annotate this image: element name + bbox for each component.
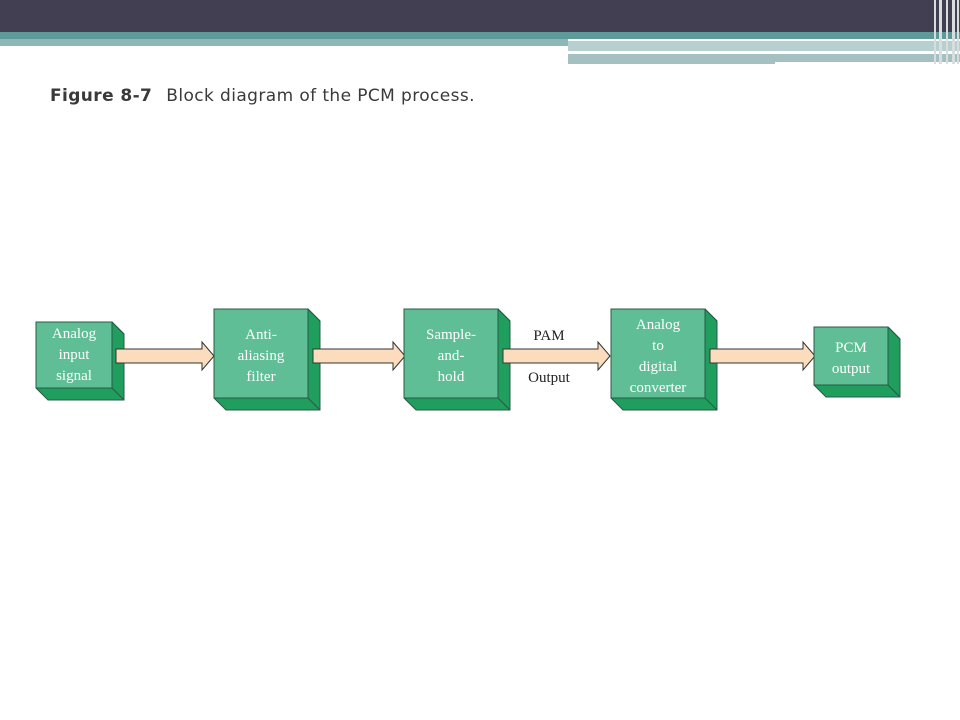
block-label-line: and- bbox=[438, 348, 465, 364]
header-bar-grey bbox=[568, 41, 960, 51]
arrow-2 bbox=[312, 340, 406, 372]
header-stripe bbox=[946, 0, 948, 64]
arrow-1 bbox=[115, 340, 215, 372]
pam-label: PAM bbox=[533, 328, 564, 344]
block-label-line: Anti- bbox=[245, 327, 277, 343]
figure-title: Figure 8-7 Block diagram of the PCM proce… bbox=[50, 86, 475, 106]
block-label-line: Analog bbox=[636, 317, 681, 333]
output-label: Output bbox=[528, 370, 571, 386]
arrow-3 bbox=[502, 340, 611, 372]
block-label-line: Analog bbox=[52, 326, 97, 342]
block-label-line: PCM bbox=[835, 340, 867, 356]
block-sample-hold: Sample- and- hold bbox=[403, 308, 511, 411]
block-label-line: output bbox=[832, 361, 871, 377]
block-anti-aliasing: Anti- aliasing filter bbox=[213, 308, 321, 411]
figure-number: Figure 8-7 bbox=[50, 86, 153, 106]
header-bar-dark bbox=[0, 0, 960, 32]
block-label-line: to bbox=[652, 338, 664, 354]
block-label-line: input bbox=[59, 347, 91, 363]
block-label-line: filter bbox=[246, 369, 275, 385]
block-label-line: Sample- bbox=[426, 327, 476, 343]
header-stripe bbox=[957, 0, 959, 64]
header-stripe bbox=[939, 0, 942, 64]
header-bar-gap bbox=[568, 51, 888, 54]
block-pcm-output: PCM output bbox=[813, 326, 901, 398]
header-stripe bbox=[934, 0, 936, 64]
block-adc: Analog to digital converter bbox=[610, 308, 718, 411]
block-label-line: signal bbox=[56, 368, 92, 384]
header-bar-gap-lower bbox=[775, 62, 960, 64]
header-stripe bbox=[952, 0, 955, 64]
header-bar-teal-light bbox=[0, 39, 568, 46]
block-label-line: converter bbox=[630, 380, 687, 396]
block-analog-input: Analog input signal bbox=[35, 321, 125, 401]
header-bar-grey-lower bbox=[568, 54, 960, 64]
header-bar-teal bbox=[0, 32, 960, 39]
block-label-line: aliasing bbox=[238, 348, 285, 364]
block-label-line: digital bbox=[639, 359, 677, 375]
figure-caption: Block diagram of the PCM process. bbox=[166, 86, 475, 106]
arrow-4 bbox=[709, 340, 816, 372]
block-label-line: hold bbox=[438, 369, 465, 385]
